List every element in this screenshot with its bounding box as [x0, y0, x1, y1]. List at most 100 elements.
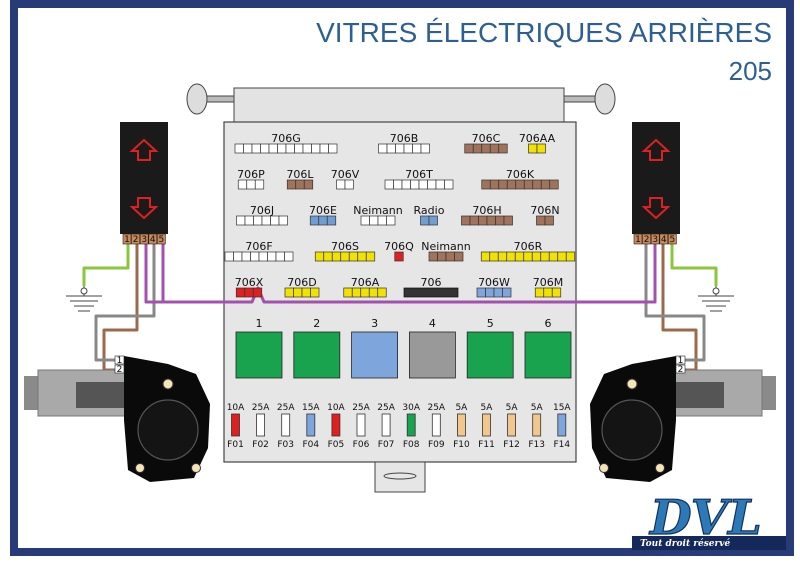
connector: 706N [530, 204, 560, 226]
connector: 706W [476, 276, 512, 298]
ground-symbol-left [66, 286, 102, 312]
fuse-body [532, 413, 542, 437]
motor-pin-label: 1 [678, 356, 684, 366]
fuse-rating: 25A [377, 403, 395, 413]
connector-pin [469, 215, 479, 226]
arrow-up-icon [129, 138, 159, 161]
switch-pin [157, 233, 166, 245]
switch-pin [642, 233, 651, 245]
connector-pin [557, 251, 567, 262]
connector-block [403, 287, 459, 298]
connector: Radio [414, 204, 445, 226]
connector-pin [378, 143, 388, 154]
relay-body [235, 331, 283, 379]
connector-label: 706L [286, 168, 314, 181]
connector-pin [244, 287, 254, 298]
fuse-rating: 5A [531, 403, 544, 413]
connector-pin [318, 215, 328, 226]
fuse-id: F03 [277, 440, 294, 450]
connector-label: 706C [472, 132, 501, 145]
motor-pin [675, 355, 686, 365]
relay-body [351, 331, 399, 379]
fuse-rating: 30A [402, 403, 420, 413]
connector-pin [328, 143, 338, 154]
connector-pin [540, 251, 550, 262]
connector-pin [260, 143, 270, 154]
connector-pin [502, 287, 512, 298]
connector-pin [428, 215, 438, 226]
connector: 706Q [384, 240, 414, 262]
fuse-body [431, 413, 441, 437]
connector-pin [472, 143, 483, 154]
connector: 706A [343, 276, 387, 298]
connector-pin [498, 179, 508, 190]
connector-pin [236, 215, 246, 226]
connector-pin [237, 179, 248, 190]
connector-pin [497, 251, 508, 262]
connector-pin [532, 179, 542, 190]
connector-pin [428, 251, 438, 262]
fuse-body [406, 413, 416, 437]
connector: 706C [464, 132, 508, 154]
fuse-id: F01 [227, 440, 244, 450]
connector-label: Neimann [353, 204, 402, 217]
connector-pin [548, 251, 559, 262]
model-number: 205 [729, 56, 772, 86]
switch-pin [139, 233, 149, 245]
switch-pin-label: 4 [150, 235, 156, 245]
connector-pin [427, 179, 437, 190]
connector-pin [486, 215, 496, 226]
connector-label: 706N [530, 204, 559, 217]
connector-label: 706A [351, 276, 380, 289]
connector: 706T [384, 168, 454, 190]
fuse-id: F02 [252, 440, 269, 450]
switch-pin-label: 1 [635, 235, 641, 245]
mounting-bracket [186, 83, 616, 124]
connector: Neimann [353, 204, 403, 226]
connector-pin [336, 179, 346, 190]
arrow-down-icon [641, 197, 671, 220]
connector-label: 706 [421, 276, 442, 289]
connector: 706AA [519, 132, 556, 154]
connector-pin [394, 251, 404, 262]
connector-label: 706X [235, 276, 264, 289]
connector-pin [267, 251, 277, 262]
connector-label: 706J [250, 204, 274, 217]
connector-pin [246, 179, 256, 190]
connector-pin [506, 251, 516, 262]
connector-label: 706S [331, 240, 359, 253]
connector-pin [326, 215, 337, 226]
connector-pin [386, 143, 396, 154]
connector-pin [536, 215, 546, 226]
fuse: 30A F08 [402, 403, 420, 450]
connector-pin [270, 215, 280, 226]
fuse-rating: 5A [506, 403, 519, 413]
fuse-id: F08 [403, 440, 420, 450]
connector: 706D [284, 276, 320, 298]
motor-pin [675, 364, 686, 374]
connector-pin [254, 179, 265, 190]
dvl-logo: DVL Tout droit réservé [632, 489, 786, 550]
switch-pin-label: 5 [159, 235, 165, 245]
connector-pin [489, 179, 500, 190]
relay: 5 [466, 317, 514, 379]
switch-pin-label: 1 [124, 235, 130, 245]
relay: 4 [408, 317, 456, 379]
fuse-body [381, 413, 391, 437]
connector: 706L [286, 168, 314, 190]
connector-pin [403, 143, 413, 154]
fuse-box-tab [374, 461, 426, 493]
fuse-id: F10 [453, 440, 470, 450]
fuse-id: F11 [478, 440, 495, 450]
connector-label: 706Q [384, 240, 414, 253]
connector-pin [294, 143, 304, 154]
connector: 706M [533, 276, 563, 298]
connector-pin [377, 215, 387, 226]
